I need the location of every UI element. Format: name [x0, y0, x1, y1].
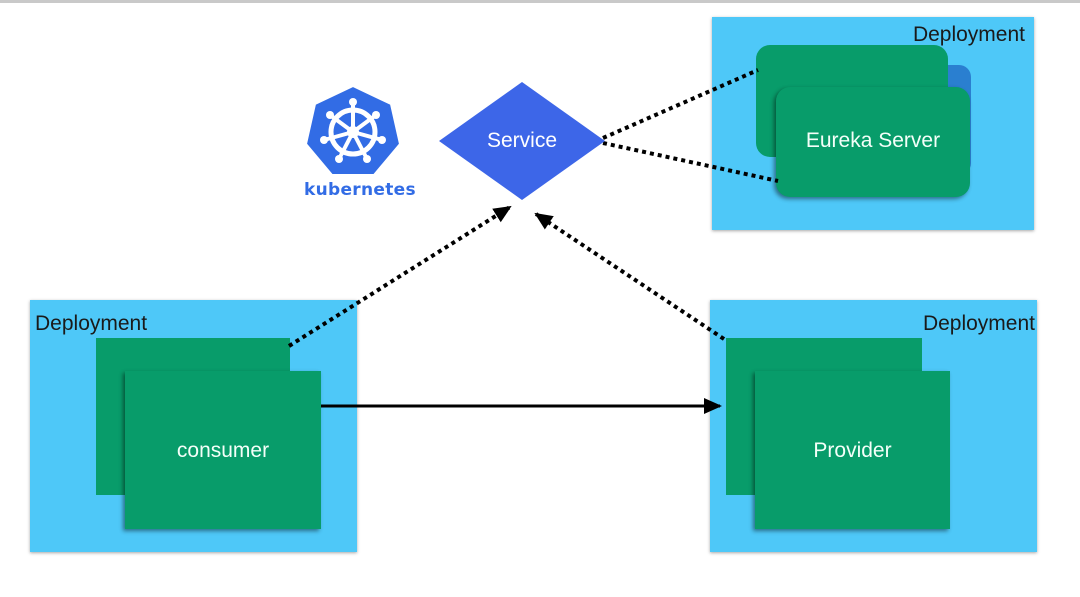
- top-border: [0, 0, 1080, 3]
- consumer-label: consumer: [176, 439, 270, 462]
- eureka-pod[interactable]: Eureka Server: [776, 87, 970, 197]
- consumer-to-service-link: [287, 205, 512, 348]
- service-label: Service: [486, 129, 558, 152]
- provider-to-service-link: [534, 212, 726, 341]
- eureka-deployment[interactable]: Deployment Eureka Server: [712, 17, 1034, 230]
- service-diamond: [439, 82, 605, 200]
- consumer-pod[interactable]: consumer: [125, 371, 321, 529]
- service-to-eureka-link-1: [602, 68, 759, 140]
- eureka-deployment-label: Deployment: [912, 23, 1025, 46]
- consumer-deployment[interactable]: Deployment consumer: [30, 300, 357, 552]
- eureka-server-label: Eureka Server: [805, 129, 941, 152]
- consumer-deployment-label: Deployment: [35, 312, 148, 335]
- provider-deployment[interactable]: Deployment Provider: [710, 300, 1037, 552]
- kubernetes-icon: [305, 84, 401, 176]
- provider-deployment-label: Deployment: [922, 312, 1035, 335]
- kubernetes-logo-text: kubernetes: [304, 180, 416, 200]
- provider-pod[interactable]: Provider: [755, 371, 950, 529]
- service-to-eureka-link-2: [602, 141, 779, 183]
- provider-label: Provider: [813, 439, 892, 462]
